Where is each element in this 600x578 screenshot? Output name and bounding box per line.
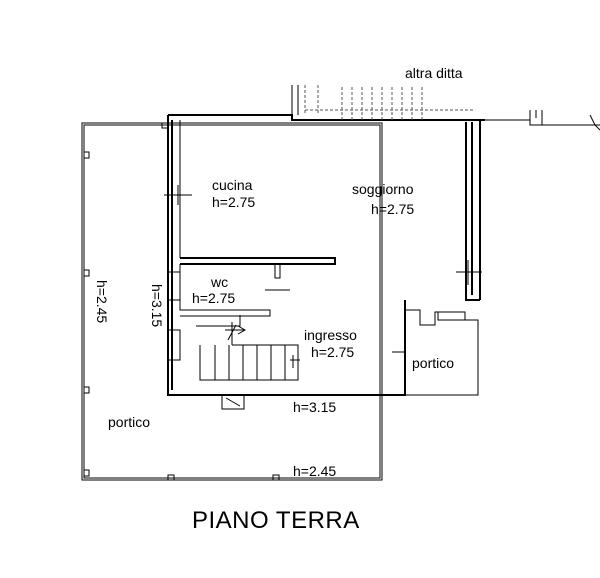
- height-label-inner-vertical: h=3.15: [149, 284, 165, 327]
- room-name-soggiorno: soggiorno: [352, 181, 414, 197]
- room-height-cucina: h=2.75: [212, 194, 255, 210]
- portico-outline: [81, 122, 383, 481]
- room-height-ingresso: h=2.75: [311, 344, 354, 360]
- height-label-bottom: h=2.45: [293, 463, 336, 479]
- room-name-ingresso: ingresso: [304, 327, 357, 343]
- room-name-portico-right: portico: [412, 355, 454, 371]
- neighbour-label: altra ditta: [405, 65, 463, 81]
- room-height-soggiorno: h=2.75: [371, 201, 414, 217]
- plan-title: PIANO TERRA: [192, 507, 360, 534]
- neighbour-stair: [291, 85, 600, 131]
- room-height-wc: h=2.75: [192, 290, 235, 306]
- building-walls: [164, 114, 485, 410]
- height-label-bottom-mid: h=3.15: [293, 399, 336, 415]
- room-name-cucina: cucina: [212, 177, 253, 193]
- height-label-left-vertical: h=2.45: [94, 280, 110, 323]
- room-name-wc: wc: [210, 274, 228, 290]
- room-name-portico-left: portico: [108, 414, 150, 430]
- portico-posts: [83, 122, 280, 481]
